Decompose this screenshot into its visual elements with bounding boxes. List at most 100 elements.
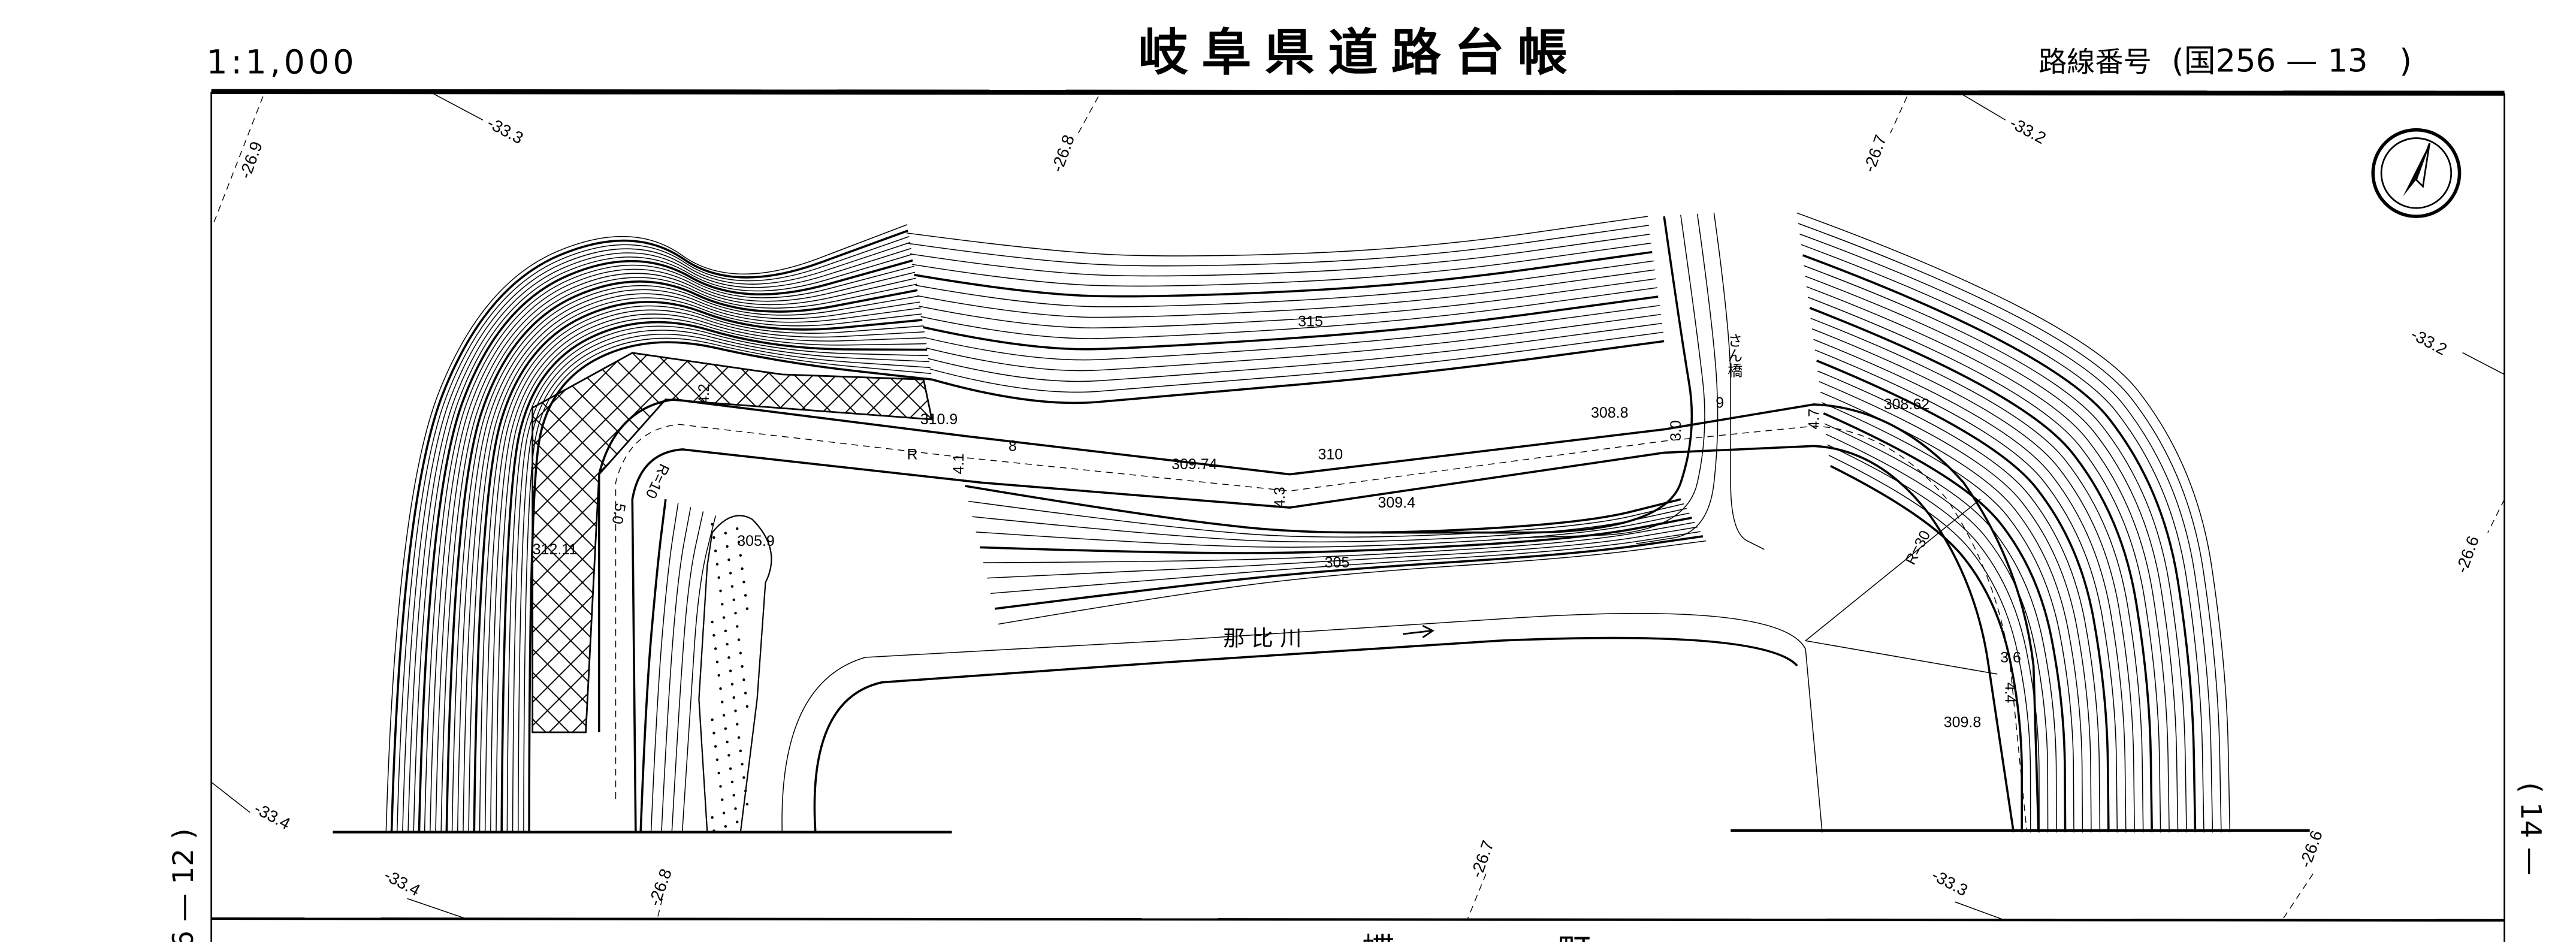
sand-dot: [734, 807, 737, 810]
contour-line: [1816, 360, 2110, 832]
retaining-wall-hatch: [531, 352, 933, 733]
contour-line: [639, 499, 667, 832]
sand-dot: [729, 767, 732, 770]
sand-dot: [730, 780, 734, 784]
contour-line: [1824, 423, 2057, 833]
contour-line: [468, 297, 922, 833]
contour-line: [915, 260, 1654, 307]
sand-dot: [727, 754, 730, 757]
contour-line: [418, 259, 913, 832]
contour-line: [1636, 213, 1719, 545]
contour-line: [1508, 215, 1705, 539]
contour-line: [994, 535, 1704, 610]
sand-dot: [727, 656, 730, 659]
sand-dot: [742, 581, 745, 584]
contour-line: [928, 322, 1662, 382]
contour-line: [1826, 434, 2049, 833]
sand-dot: [717, 674, 720, 677]
width-label: 4.7: [1805, 409, 1822, 430]
sand-dot: [719, 687, 722, 690]
contour-line: [1798, 223, 2222, 833]
contour-line: [908, 225, 1650, 267]
sand-dot: [715, 660, 719, 663]
contour-line: [407, 247, 911, 833]
sand-dot: [730, 683, 734, 686]
route-label: 路線番号: [2039, 46, 2152, 78]
contour-line: [965, 485, 1681, 534]
contour-line: [473, 300, 923, 832]
grid-coordinate: -33.2: [2007, 113, 2049, 147]
road: [597, 398, 2040, 832]
width-label: 4.2: [696, 384, 712, 404]
contour-line: [914, 250, 1653, 298]
contour-line: [1805, 276, 2179, 833]
contour-line: [390, 230, 908, 832]
sand-dot: [737, 638, 741, 641]
contour-line: [929, 331, 1663, 393]
scale-label: 1:1,000: [206, 43, 357, 81]
contour-line: [496, 318, 927, 833]
grid-coordinate: -26.6: [2452, 533, 2483, 575]
grid-coordinate: -33.2: [2408, 325, 2450, 359]
grid-coordinate: -26.7: [1467, 838, 1497, 880]
sand-dot: [739, 651, 742, 655]
curve-mark: R: [907, 446, 918, 463]
sand-dot: [714, 745, 717, 748]
elevation-label: 310.9: [920, 411, 958, 428]
contour-line: [976, 512, 1690, 548]
contour-line: [1808, 297, 2161, 833]
sand-dot: [745, 607, 749, 610]
width-label: 5.0: [609, 502, 629, 526]
contour-line: [523, 337, 932, 833]
contour-line: [1713, 212, 1765, 550]
sand-dot: [711, 523, 714, 526]
sand-dot: [727, 558, 730, 561]
contour-line: [1802, 254, 2197, 832]
sand-dot: [739, 749, 742, 753]
contour-line: [1823, 412, 2067, 832]
contour-line: [413, 253, 913, 833]
contour-line: [396, 236, 910, 833]
sand-dot: [714, 647, 717, 650]
contour-line: [528, 341, 932, 832]
sand-dot: [736, 625, 739, 628]
sand-dot: [721, 701, 724, 704]
place-name-char-2: 町: [1557, 931, 1591, 942]
sand-dot: [734, 709, 737, 712]
place-name-char-1: 蝶: [1361, 931, 1395, 942]
contour-line: [385, 224, 908, 833]
contour-line: [1813, 339, 2127, 833]
contour-line: [919, 278, 1657, 328]
sand-dot: [719, 589, 722, 593]
sand-dot: [732, 696, 735, 699]
width-label: 4.3: [1272, 487, 1288, 508]
width-label: 3.0: [1668, 420, 1684, 441]
contour-line: [671, 511, 704, 833]
contour-line: [512, 330, 930, 833]
elevation-label: 309.4: [1378, 494, 1415, 511]
sand-dot: [745, 802, 749, 806]
sand-dot: [715, 563, 719, 566]
contour-line: [910, 234, 1651, 277]
contour-line: [506, 325, 929, 833]
sand-dot: [741, 763, 744, 766]
contour-line: [917, 269, 1656, 318]
sand-dot: [711, 718, 714, 721]
grid-coordinate-lines: [210, 91, 2505, 921]
contour-line: [1812, 328, 2136, 833]
sand-dot: [712, 536, 715, 539]
grid-coordinate: -26.7: [1860, 132, 1891, 174]
contour-line: [1827, 444, 2040, 833]
contour-line: [1819, 381, 2092, 833]
contour-line: [1796, 212, 2231, 833]
contour-line: [500, 321, 928, 832]
adjacent-sheet-left: 6 — 12 ): [167, 828, 200, 942]
contour-line: [435, 273, 916, 833]
sand-dot: [724, 727, 727, 730]
contour-line: [926, 313, 1661, 372]
sand-dot: [726, 642, 729, 646]
contour-line: [1810, 318, 2144, 833]
contour-label: 315: [1298, 313, 1323, 330]
grid-coordinate: -33.3: [484, 113, 526, 147]
